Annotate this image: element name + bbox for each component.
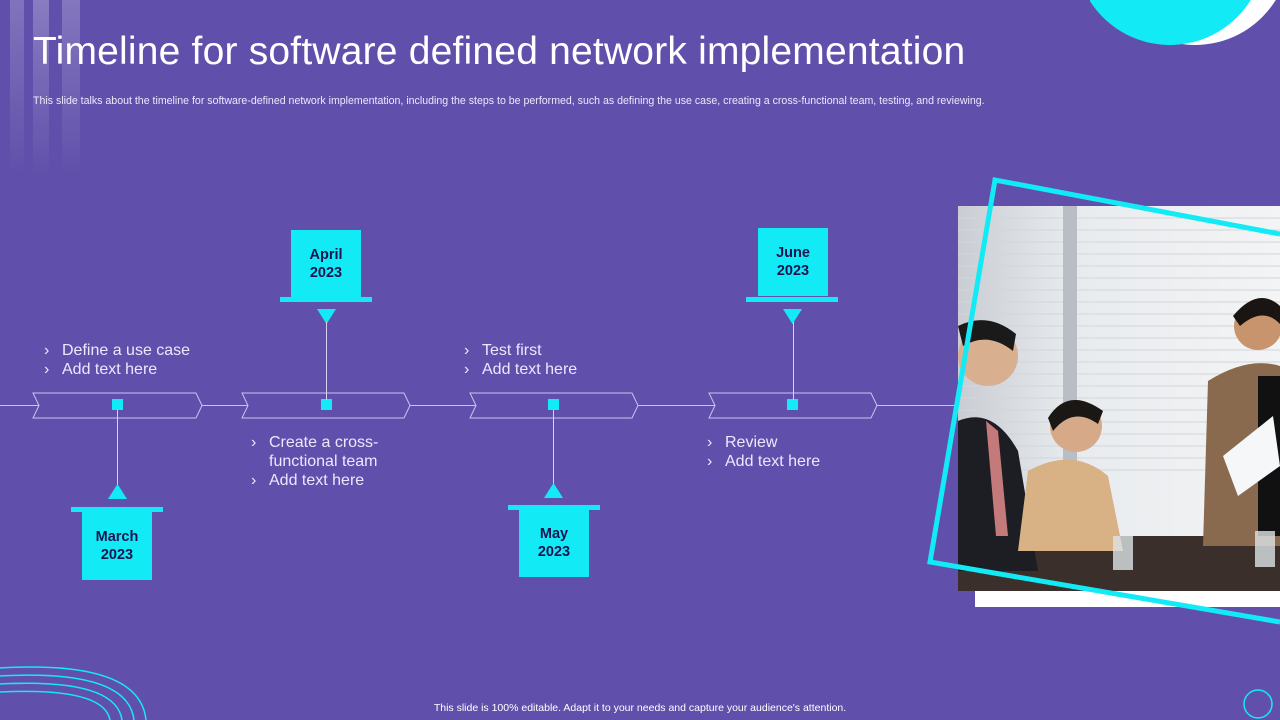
connector-line xyxy=(793,322,794,400)
chevron-right-icon: › xyxy=(251,434,257,451)
decor-stripe xyxy=(10,0,24,175)
decor-arcs-icon xyxy=(0,666,147,720)
chevron-right-icon: › xyxy=(464,361,470,378)
date-month: June xyxy=(776,245,810,261)
timeline-node-june xyxy=(787,399,798,410)
date-box-june: June 2023 xyxy=(758,228,828,296)
bullet-text: Add text here xyxy=(482,361,578,378)
date-year: 2023 xyxy=(100,547,134,563)
date-month: May xyxy=(539,526,569,542)
list-item: › Test first xyxy=(464,341,654,360)
footer-note: This slide is 100% editable. Adapt it to… xyxy=(433,702,847,714)
timeline-node-april xyxy=(321,399,332,410)
bullet-text: Define a use case xyxy=(62,342,191,359)
bullet-text: Review xyxy=(725,434,778,451)
chevron-right-icon: › xyxy=(707,434,713,451)
date-cap xyxy=(746,297,838,302)
date-month: April xyxy=(309,247,343,263)
list-item: › Add text here xyxy=(464,360,654,379)
connector-line xyxy=(326,322,327,400)
timeline-axis xyxy=(0,392,960,419)
date-box-may: May 2023 xyxy=(519,509,589,577)
bullet-text: Create a cross-functional team xyxy=(269,434,379,470)
milestone-text-april: › Create a cross-functional team › Add tex… xyxy=(251,433,401,490)
page-subtitle: This slide talks about the timeline for … xyxy=(33,95,985,107)
triangle-down-icon xyxy=(783,309,802,324)
list-item: › Add text here xyxy=(44,360,234,379)
connector-line xyxy=(553,410,554,484)
photo-frame xyxy=(927,177,1280,625)
triangle-up-icon xyxy=(544,483,563,498)
list-item: › Create a cross-functional team xyxy=(251,433,401,471)
list-item: › Add text here xyxy=(251,471,401,490)
decor-stripe xyxy=(33,0,49,175)
bullet-text: Add text here xyxy=(269,472,365,489)
connector-line xyxy=(117,410,118,488)
date-year: 2023 xyxy=(776,263,810,279)
photo-shadow-bar xyxy=(975,591,1280,607)
bullet-text: Add text here xyxy=(725,453,821,470)
decor-circles-icon xyxy=(1090,0,1276,45)
decor-ring-icon xyxy=(1243,689,1273,719)
date-year: 2023 xyxy=(309,265,343,281)
chevron-right-icon: › xyxy=(44,361,50,378)
date-box-march: March 2023 xyxy=(82,512,152,580)
date-cap xyxy=(280,297,372,302)
chevron-right-icon: › xyxy=(251,472,257,489)
milestone-text-may: › Test first › Add text here xyxy=(464,341,654,379)
date-cap xyxy=(508,505,600,510)
decor-stripe xyxy=(62,0,80,175)
triangle-down-icon xyxy=(317,309,336,324)
date-month: March xyxy=(95,529,139,545)
milestone-text-march: › Define a use case › Add text here xyxy=(44,341,234,379)
list-item: › Review xyxy=(707,433,897,452)
page-title: Timeline for software defined network im… xyxy=(33,30,966,73)
triangle-up-icon xyxy=(108,484,127,499)
chevron-right-icon: › xyxy=(44,342,50,359)
timeline-node-march xyxy=(112,399,123,410)
meeting-photo xyxy=(958,206,1280,591)
milestone-text-june: › Review › Add text here xyxy=(707,433,897,471)
bullet-text: Test first xyxy=(482,342,542,359)
chevron-right-icon: › xyxy=(464,342,470,359)
list-item: › Define a use case xyxy=(44,341,234,360)
list-item: › Add text here xyxy=(707,452,897,471)
date-year: 2023 xyxy=(537,544,571,560)
chevron-right-icon: › xyxy=(707,453,713,470)
date-box-april: April 2023 xyxy=(291,230,361,298)
timeline-node-may xyxy=(548,399,559,410)
date-cap xyxy=(71,507,163,512)
bullet-text: Add text here xyxy=(62,361,158,378)
